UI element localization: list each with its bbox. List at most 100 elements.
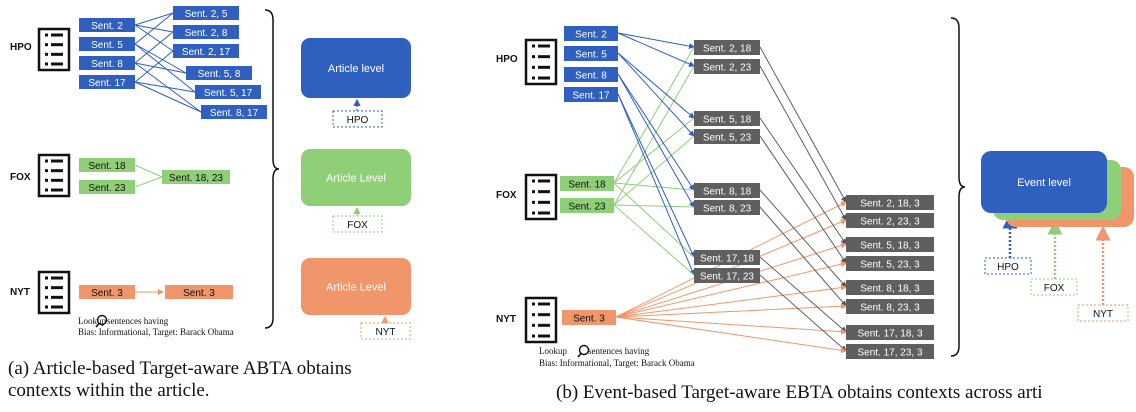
hpo-sentence-a-2-box [79,56,135,70]
nyt-out-a: Sent. 3 [165,285,233,299]
edge-hpo-b [617,52,695,137]
lookup-bias-a: Bias: Informational, Target: Barack Obam… [78,327,234,337]
hpo-pair-a-2-box [173,44,239,58]
hpo-pair-a-5-box [201,105,267,119]
hpo-pair-a-4-box [195,85,261,99]
edge-fox-a [134,176,163,188]
caption-a-line1: (a) Article-based Target-aware ABTA obta… [8,358,352,379]
pair-b-5: Sent. 8, 23 [694,200,760,215]
hpo-pair-a-0: Sent. 2, 5 [173,6,239,20]
triple-b-3: Sent. 5, 23, 3 [846,256,934,271]
edge-fox-b [613,204,695,276]
triple-b-6: Sent. 17, 18, 3 [846,325,934,340]
triple-b-1-label: Sent. 2, 23, 3 [860,217,920,228]
pair-b-0: Sent. 2, 18 [694,40,760,55]
svg-text:NYT: NYT [1093,309,1113,320]
edge-hpo-b [617,73,695,208]
hpo-sentence-b-1: Sent. 5 [564,46,618,61]
pair-b-5-box [694,200,760,215]
brace-b [950,17,966,357]
triple-b-7: Sent. 17, 23, 3 [846,344,934,359]
fox-sentence-a-1: Sent. 23 [79,180,135,194]
hpo-sentence-b-0-box [564,26,618,41]
hpo-sentence-a-0-label: Sent. 2 [91,21,123,32]
fox-sentence-a-1-box [79,180,135,194]
pair-b-1-box [694,59,760,74]
triple-b-6-box [846,325,934,340]
edge-fox-a [134,164,163,178]
edge-nyt-b [615,316,847,354]
edge-nyt-b [615,303,847,318]
hpo-pair-a-4: Sent. 5, 17 [195,85,261,99]
hpo-sentence-b-3: Sent. 17 [564,87,618,102]
nyt-sentence-a: Sent. 3 [79,285,135,299]
source-label-hpo-a: HPO [10,42,32,53]
triple-b-7-label: Sent. 17, 23, 3 [857,348,922,359]
edge-fox-b [613,65,695,206]
nyt-out-a-label: Sent. 3 [183,288,215,299]
nyt-sentence-b-box [562,310,616,325]
article-level-fox-label: Article Level [326,173,386,185]
caption-b: (b) Event-based Target-aware EBTA obtain… [556,382,1043,403]
edge-nyt-b [615,316,847,335]
edge-hpo-b [617,93,695,258]
pair-b-5-label: Sent. 8, 23 [703,204,752,215]
hpo-pair-a-1: Sent. 2, 8 [173,25,239,39]
triple-b-0-box [846,195,934,210]
nyt-sentence-b: Sent. 3 [562,310,616,325]
svg-text:FOX: FOX [347,220,368,231]
source-label-nyt-b: NYT [496,314,516,325]
triple-b-3-label: Sent. 5, 23, 3 [860,260,920,271]
lookup-bias-b: Bias: Informational, Target: Barack Obam… [539,358,695,368]
article-level-hpo: Article level [301,38,411,98]
hpo-sentence-a-2: Sent. 8 [79,56,135,70]
pair-b-1-label: Sent. 2, 23 [703,63,752,74]
hpo-sentence-b-1-label: Sent. 5 [575,50,607,61]
triple-b-4: Sent. 8, 18, 3 [846,280,934,295]
pair-b-2-label: Sent. 5, 18 [703,115,752,126]
hpo-sentence-a-1-box [79,37,135,51]
pair-b-0-label: Sent. 2, 18 [703,44,752,55]
hpo-pair-a-3-box [186,66,252,80]
pair-b-6: Sent. 17, 18 [694,250,760,265]
hpo-pair-a-0-label: Sent. 2, 5 [185,9,228,20]
article-level-fox-box [301,149,411,206]
edge-pair-b [759,46,847,203]
pair-b-1: Sent. 2, 23 [694,59,760,74]
svg-text:NYT: NYT [376,327,396,338]
source-label-fox-b: FOX [496,190,517,201]
lookup-label-a-2: sentences having [107,316,169,326]
hpo-sentence-b-2-box [564,67,618,82]
pair-b-3-box [694,129,760,144]
pair-b-3-label: Sent. 5, 23 [703,133,752,144]
brace-a [264,9,280,329]
source-label-nyt-a: NYT [10,287,30,298]
article-level-fox: Article Level [301,149,411,206]
hpo-pair-a-4-label: Sent. 5, 17 [204,88,253,99]
triple-b-1-box [846,213,934,228]
edge-fox-b [613,204,695,208]
document-icon-fox-b [524,173,558,221]
fox-pair-a-label: Sent. 18, 23 [169,173,223,184]
triple-b-0: Sent. 2, 18, 3 [846,195,934,210]
fox-sentence-a-0: Sent. 18 [79,158,135,172]
hpo-pair-a-1-box [173,25,239,39]
hpo-sentence-b-2-label: Sent. 8 [575,71,607,82]
triple-b-5-box [846,299,934,314]
hpo-sentence-b-0-label: Sent. 2 [575,30,607,41]
hpo-sentence-b-0: Sent. 2 [564,26,618,41]
triple-b-2: Sent. 5, 18, 3 [846,237,934,252]
search-icon-a [95,314,108,328]
document-icon-hpo-a [37,27,71,72]
edge-hpo-a [134,43,196,93]
hpo-pair-a-1-label: Sent. 2, 8 [185,28,228,39]
edge-hpo-a [134,43,187,74]
fox-sentence-b-1: Sent. 23 [560,198,614,213]
pair-b-2-box [694,111,760,126]
pair-b-6-box [694,250,760,265]
triple-b-0-label: Sent. 2, 18, 3 [860,199,920,210]
pair-b-7: Sent. 17, 23 [694,268,760,283]
fox-sentence-b-1-box [560,198,614,213]
hpo-sentence-b-1-box [564,46,618,61]
